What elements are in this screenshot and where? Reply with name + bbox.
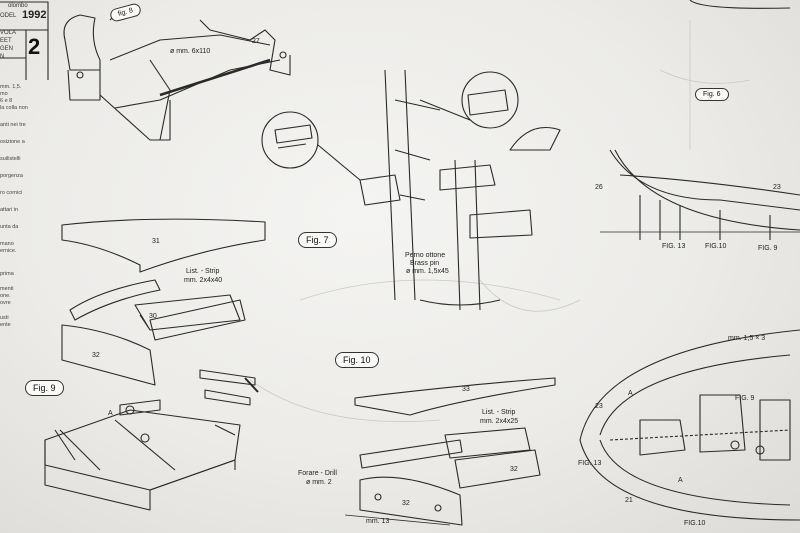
part-32-fig9: 32 — [92, 352, 100, 359]
part-21: 21 — [625, 497, 633, 504]
text-line: porgenza — [0, 173, 23, 179]
sheet-number: 2 — [28, 34, 41, 59]
text-line: unta da — [0, 224, 19, 230]
fig10-caption: Fig. 10 — [335, 352, 379, 368]
part-31: 31 — [152, 238, 160, 245]
fig7-caption: Fig. 7 — [298, 232, 337, 248]
text-line: one. — [0, 293, 11, 299]
strip-10-size-label: mm. 2x4x25 — [480, 418, 519, 425]
hull-top-view-drawing — [579, 329, 800, 521]
dowel-size-label: ø mm. 6x110 — [170, 48, 211, 55]
strip-10-label: List. - Strip — [482, 409, 516, 416]
fig8-stand-drawing — [63, 9, 291, 141]
text-line: mano — [0, 241, 14, 247]
strip-9-size-label: mm. 2x4x40 — [184, 277, 223, 284]
part-a-label-3: A — [678, 477, 683, 484]
mm13-label: mm. 13 — [366, 518, 390, 525]
text-line: 6 e 8 — [0, 98, 13, 104]
fig6-caption: Fig. 6 — [695, 88, 729, 101]
part-23-side: 23 — [773, 184, 781, 191]
part-a-label-2: A — [628, 390, 633, 397]
brass-pin-it-label: Perno ottone — [405, 252, 446, 259]
fig10-exploded-drawing — [344, 377, 556, 526]
text-line: usti — [0, 315, 9, 321]
brass-pin-size-label: ø mm. 1,5x45 — [406, 268, 449, 275]
text-line: ovre — [0, 300, 11, 306]
background-ghost-lines — [249, 20, 751, 422]
fig6-hull-side-drawing — [600, 149, 800, 240]
header-small-top: olombo — [8, 3, 28, 9]
text-line: mm. 1,5. — [0, 84, 22, 90]
model-year: 1992 — [22, 9, 47, 21]
fig13-ref-bottom: FIG. 13 — [578, 460, 602, 467]
part-26: 26 — [595, 184, 603, 191]
sheet-line-2: EET — [0, 38, 12, 44]
sheet-line-3: GEN — [0, 46, 14, 52]
text-line: ente — [0, 322, 11, 328]
text-line: anti nei tre — [0, 122, 26, 128]
text-line: osizione a — [0, 139, 25, 145]
text-line: la colla non — [0, 105, 28, 111]
part-32-fig10-a: 32 — [510, 466, 518, 473]
model-label: ODEL — [0, 13, 17, 19]
fig9-ref-bottom: FIG. 9 — [735, 395, 755, 402]
title-block: olombo ODEL 1992 VOLA EET GEN N 2 — [0, 0, 48, 78]
text-line: mo — [0, 91, 8, 97]
title-block-border — [0, 1, 49, 80]
fig13-ref-top: FIG. 13 — [662, 243, 686, 250]
mm15x3-label: mm. 1,5 × 3 — [728, 335, 766, 342]
strip-9-label: List. - Strip — [186, 268, 220, 275]
part-27-label: 27 — [252, 38, 260, 45]
drill-size-label: ø mm. 2 — [306, 479, 332, 486]
top-right-border-curve — [689, 0, 791, 9]
text-line: suilistelli — [0, 156, 21, 162]
brass-pin-en-label: Brass pin — [410, 260, 440, 267]
part-32-fig10-b: 32 — [402, 500, 410, 507]
drill-label: Forare - Drill — [298, 470, 337, 477]
instruction-text-column: mm. 1,5. mo 6 e 8 la colla non anti nei … — [0, 84, 48, 329]
fig10-ref-bottom: FIG.10 — [684, 520, 706, 527]
fig9-exploded-drawing — [44, 218, 266, 511]
fig10-ref-top: FIG.10 — [705, 243, 727, 250]
text-line: attari in — [0, 207, 19, 213]
fig9-caption: Fig. 9 — [25, 380, 64, 396]
text-line: menti — [0, 286, 14, 292]
fig7-mast-drawing — [261, 69, 561, 311]
part-23-top: 23 — [595, 403, 603, 410]
text-line: ro cornici — [0, 190, 23, 196]
part-a-label-1: A — [108, 410, 113, 417]
title-block-grid — [0, 29, 48, 80]
sheet-line-4: N — [0, 54, 5, 60]
part-30: 30 — [149, 313, 157, 320]
part-33: 33 — [462, 386, 470, 393]
text-line: prima — [0, 271, 14, 277]
text-line: ernice. — [0, 248, 17, 254]
sheet-line-1: VOLA — [0, 30, 17, 36]
fig9-ref-top: FIG. 9 — [758, 245, 778, 252]
